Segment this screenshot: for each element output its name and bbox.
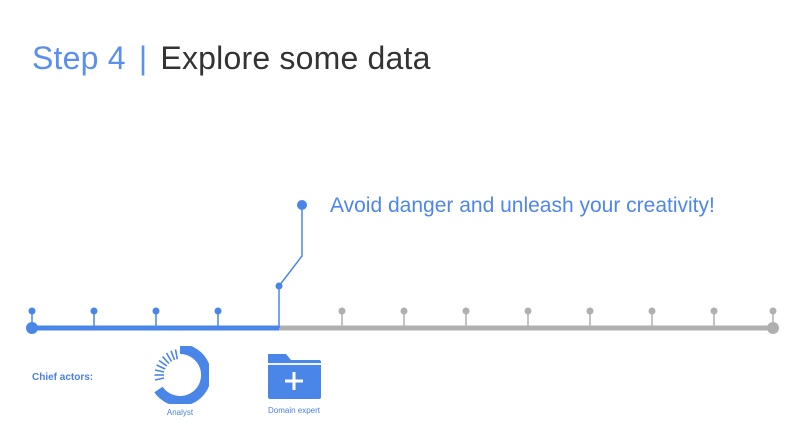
actor-name: Analyst: [166, 408, 194, 417]
timeline-marker: [524, 307, 532, 328]
timeline-marker: [400, 307, 408, 328]
step-label: Step 4: [32, 40, 126, 76]
timeline-marker: [648, 307, 656, 328]
actor-analyst: Analyst: [130, 346, 230, 417]
callout-text: Avoid danger and unleash your creativity…: [330, 194, 715, 217]
timeline-marker: [586, 307, 594, 328]
timeline-marker: [214, 307, 222, 328]
current-step-pointer: [275, 200, 307, 328]
timeline-marker: [90, 307, 98, 328]
chief-actors-label: Chief actors:: [32, 372, 94, 383]
donut-chart-icon: [154, 346, 209, 404]
timeline-marker: [338, 307, 346, 328]
folder-plus-icon: [268, 354, 321, 399]
timeline-marker: [462, 307, 470, 328]
title-text: Explore some data: [160, 40, 431, 76]
page-title: Step 4 | Explore some data: [32, 38, 431, 78]
timeline-marker: [710, 307, 718, 328]
actor-name: Domain expert: [267, 406, 321, 415]
timeline-marker: [769, 307, 777, 322]
title-separator: |: [138, 40, 148, 76]
actor-domain-expert: Domain expert: [244, 350, 344, 415]
timeline-marker: [28, 307, 36, 328]
timeline-end-node: [767, 322, 779, 334]
timeline-marker: [152, 307, 160, 328]
